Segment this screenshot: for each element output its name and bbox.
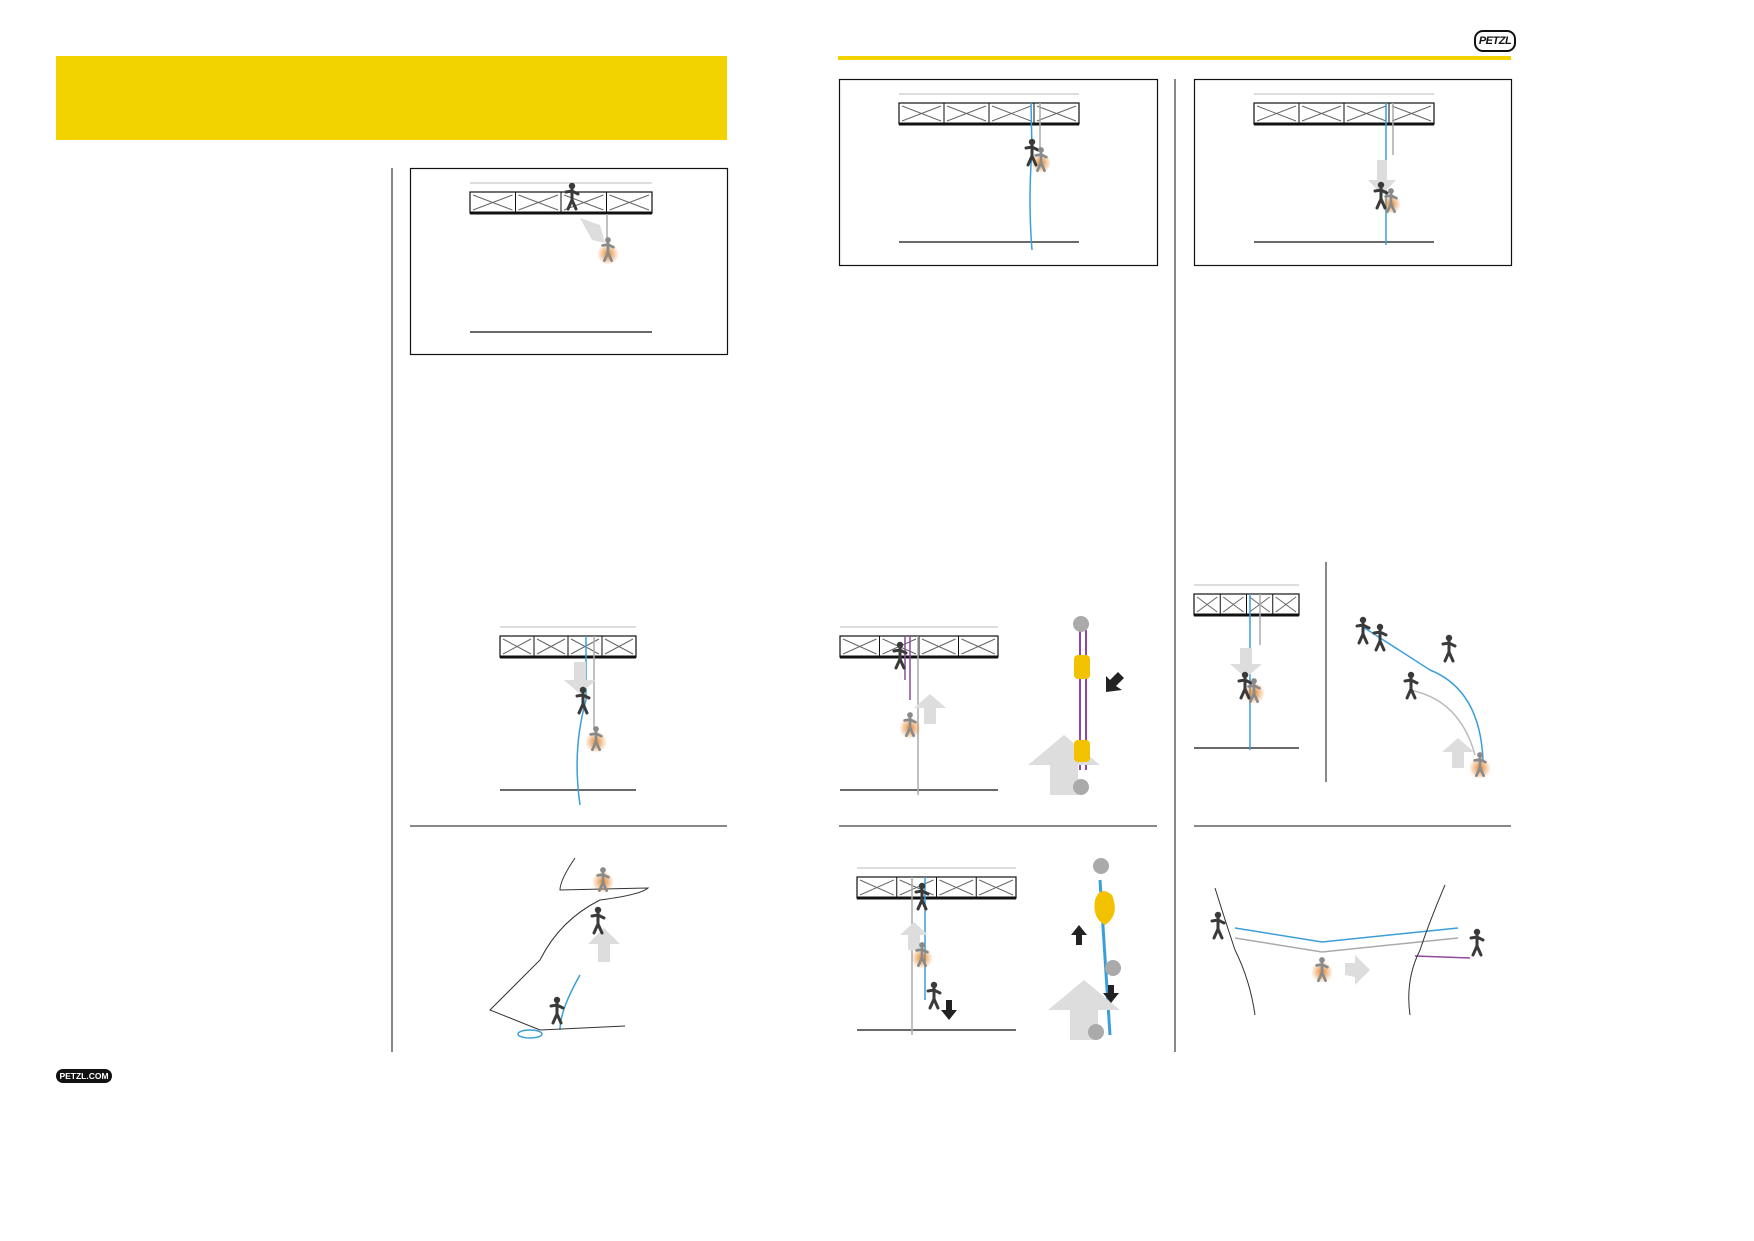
scenario-frame-1 bbox=[409, 167, 729, 356]
victim-figure bbox=[589, 726, 603, 752]
scenario-frame-2 bbox=[838, 78, 1159, 267]
truss-beam bbox=[898, 93, 1080, 126]
title-banner bbox=[56, 56, 727, 140]
victim-figure bbox=[601, 237, 615, 263]
rescuer-figure bbox=[1210, 911, 1226, 940]
rescuer-figure bbox=[1372, 623, 1388, 652]
rescuer-figure bbox=[590, 906, 606, 935]
scenario-frame-3 bbox=[1193, 78, 1513, 267]
victim-figure bbox=[1473, 752, 1487, 778]
victim-figure bbox=[596, 867, 610, 893]
truss-beam bbox=[1253, 93, 1435, 126]
rescuer-figure bbox=[1373, 181, 1389, 210]
cliff-outlines bbox=[489, 857, 1446, 1031]
rescuer-figure bbox=[564, 182, 580, 211]
truss-beam bbox=[469, 182, 653, 215]
rescuer-figure bbox=[914, 882, 930, 911]
pulley-devices bbox=[1073, 616, 1121, 1040]
truss-beam bbox=[856, 867, 1017, 900]
victim-figure bbox=[1315, 957, 1329, 983]
rescuer-figure bbox=[1237, 671, 1253, 700]
victim-figure bbox=[1384, 188, 1398, 214]
truss-beam bbox=[839, 626, 999, 659]
victim-figure bbox=[915, 942, 929, 968]
rescuer-figure bbox=[892, 641, 908, 670]
header-rule bbox=[838, 56, 1511, 60]
rescuer-figure bbox=[1355, 616, 1371, 645]
rescuer-figure bbox=[1441, 634, 1457, 663]
site-link-badge[interactable]: PETZL.COM bbox=[56, 1069, 112, 1083]
ground-lines bbox=[470, 241, 1434, 1031]
rescuer-figure bbox=[549, 996, 565, 1025]
rescuer-figure bbox=[575, 686, 591, 715]
petzl-logo: PETZL bbox=[1474, 30, 1516, 52]
direction-arrows bbox=[564, 160, 1474, 1040]
victim-figure bbox=[903, 712, 917, 738]
rescuer-figure bbox=[926, 981, 942, 1010]
truss-beam bbox=[499, 626, 637, 659]
victim-figure bbox=[1247, 678, 1261, 704]
rescuer-figure bbox=[1469, 928, 1485, 957]
load-arrows bbox=[941, 672, 1124, 1020]
victim-figure bbox=[1034, 147, 1048, 173]
victim-glows bbox=[585, 153, 1491, 983]
truss-beam bbox=[1193, 584, 1300, 617]
rescuer-figure bbox=[1403, 671, 1419, 700]
rescuer-figure bbox=[1024, 138, 1040, 167]
